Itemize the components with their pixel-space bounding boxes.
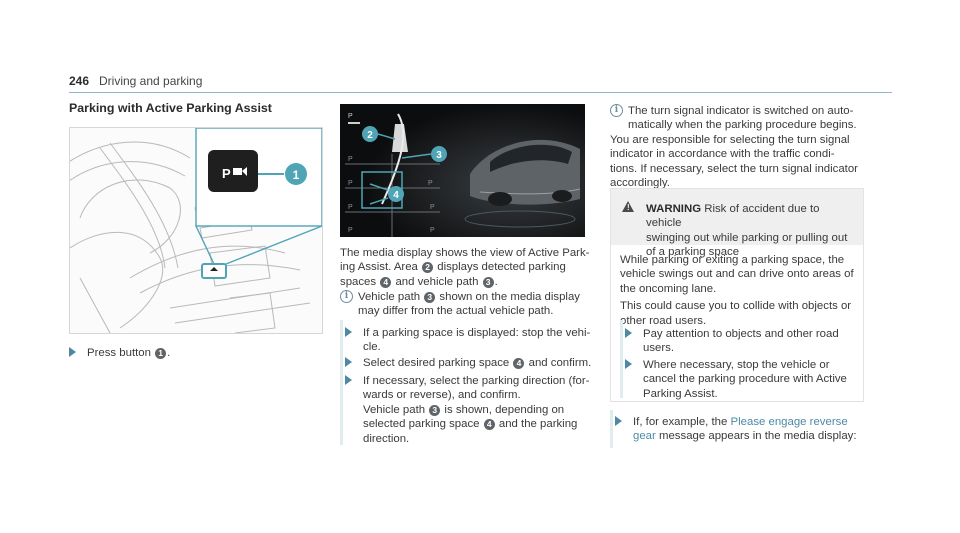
step-press-button: Press button 1. [69,346,339,360]
warning-step-stop: Where necessary, stop the vehicle or can… [625,358,878,401]
callout-4-label: 4 [393,190,399,201]
warning-step-bar [620,320,623,398]
info-icon: i [340,290,353,303]
info-turn-signal: i The turn signal indicator is switched … [610,104,883,133]
page-number: 246 [69,74,90,88]
step-group-bar [340,320,343,445]
step-stop-vehicle: If a parking space is displayed: stop th… [345,326,608,355]
callout-3-badge: 3 [424,292,436,303]
callout-1-label: 1 [293,168,300,182]
svg-text:P: P [430,204,435,211]
callout-3-badge: 3 [429,404,441,416]
callout-4-badge: 4 [483,419,495,431]
svg-text:P: P [430,227,435,234]
svg-text:P: P [428,180,433,187]
info-icon: i [610,104,623,117]
warning-triangle-icon [622,201,634,212]
cockpit-illustration: P 1 [69,127,323,334]
message-reference-link: gear [633,430,656,443]
step-select-space: Select desired parking space 4 and confi… [345,356,608,370]
callout-2-label: 2 [367,130,373,141]
step-arrow-icon [345,357,352,367]
callout-3-label: 3 [436,150,442,161]
section-title: Parking with Active Parking Assist [69,101,272,115]
final-step-bar [610,410,613,448]
info-vehicle-path: i Vehicle path 3 shown on the media disp… [340,290,608,319]
chapter-title: Driving and parking [99,74,203,88]
callout-4-badge: 4 [380,276,392,288]
warning-label: WARNING [646,203,702,215]
step-arrow-icon [615,416,622,426]
cockpit-drawing: P 1 [70,128,322,333]
warning-header: ! WARNING Risk of accident due to vehicl… [611,189,863,258]
col2-intro: The media display shows the view of Acti… [340,247,590,288]
step-select-direction: If necessary, select the parking directi… [345,374,608,446]
warning-body: While parking or exiting a parking space… [620,254,854,327]
step-arrow-icon [345,327,352,337]
svg-text:P: P [348,204,353,211]
media-display-drawing: P P P P P P P P 2 3 4 [340,104,585,237]
callout-4-badge: 4 [513,358,525,369]
callout-1-circle [285,163,307,185]
message-reference-link: Please engage reverse [730,416,848,428]
svg-text:P: P [222,166,231,181]
svg-text:P: P [348,227,353,234]
step-arrow-icon [625,328,632,338]
callout-1-badge: 1 [155,348,167,359]
svg-text:P: P [348,180,353,187]
step-engage-reverse: If, for example, the Please engage rever… [615,415,883,444]
svg-text:P: P [348,113,353,120]
step-arrow-icon [69,347,76,357]
warning-step-attention: Pay attention to objects and other road … [625,327,878,356]
svg-text:P: P [348,156,353,163]
turn-signal-paragraph: You are responsible for selecting the tu… [610,134,858,190]
page-header: 246 Driving and parking [69,74,892,93]
callout-2-badge: 2 [422,262,434,274]
media-display-image: P P P P P P P P 2 3 4 [340,104,585,237]
callout-3-badge: 3 [482,276,494,288]
step-arrow-icon [625,359,632,369]
step-arrow-icon [345,375,352,385]
warning-box: ! WARNING Risk of accident due to vehicl… [610,188,864,402]
